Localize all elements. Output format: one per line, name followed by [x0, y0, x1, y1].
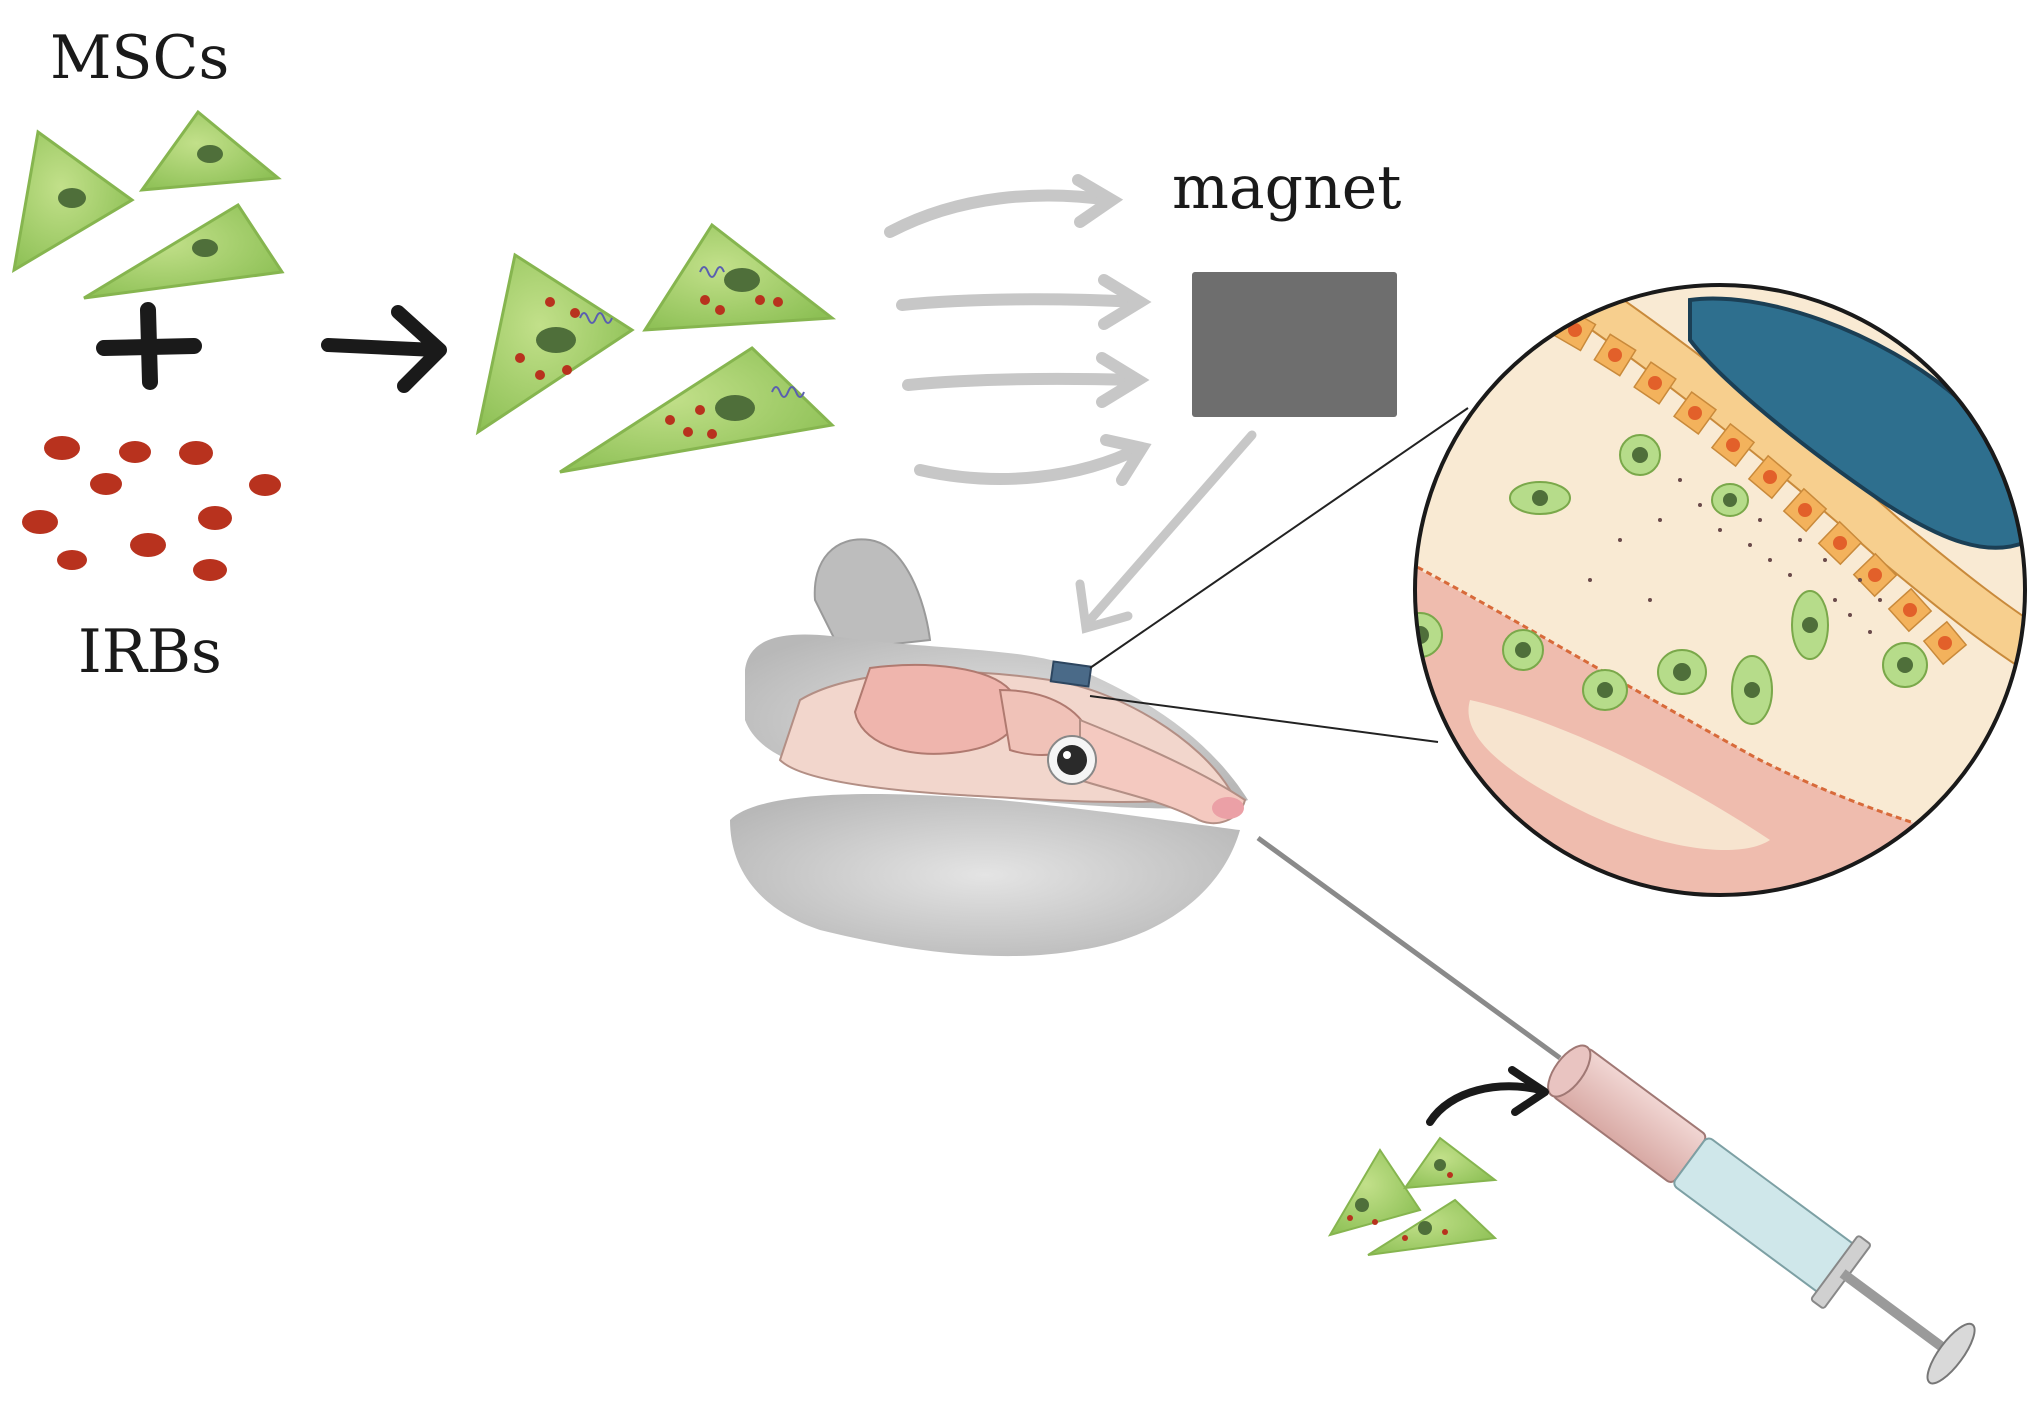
- iron-particle-icon: [57, 550, 87, 570]
- labeled-msc-cell-icon: [475, 252, 635, 436]
- msc-cells-group: [11, 109, 285, 300]
- field-lines-group: [884, 174, 1152, 486]
- syringe-cells-group: [1327, 1136, 1498, 1256]
- labeled-msc-cell-icon: [642, 222, 837, 332]
- iron-particle-icon: [90, 473, 122, 495]
- zoom-connector-lines: [1089, 407, 1469, 743]
- msc-cell-icon: [11, 129, 135, 273]
- iron-particle-icon: [130, 533, 166, 557]
- magnet-label: magnet: [1172, 153, 1402, 223]
- msc-cell-icon: [83, 202, 285, 300]
- iron-particle-icon: [119, 441, 151, 463]
- mscs-label: MSCs: [50, 23, 230, 93]
- magnet-icon: [1192, 272, 1397, 417]
- syringe-icon: [1256, 835, 1976, 1385]
- magnet-target-arrow: [1075, 430, 1257, 634]
- load-syringe-arrow: [1426, 1066, 1549, 1126]
- irb-particles-group: [22, 436, 281, 581]
- labeled-msc-cell-icon: [559, 346, 836, 474]
- iron-particle-icon: [179, 441, 213, 465]
- arrow-right-icon: [321, 305, 447, 393]
- labeled-msc-cells-group: [475, 222, 837, 474]
- iron-particle-icon: [249, 474, 281, 496]
- irbs-label: IRBs: [78, 617, 222, 687]
- iron-particle-icon: [193, 559, 227, 581]
- iron-particle-icon: [198, 506, 232, 530]
- iron-particle-icon: [22, 510, 58, 534]
- mouse-head-icon: [730, 538, 1248, 957]
- iron-particle-icon: [44, 436, 80, 460]
- magnified-tissue-icon: [1413, 283, 2027, 897]
- msc-cell-icon: [138, 109, 282, 192]
- plus-icon: [96, 302, 202, 390]
